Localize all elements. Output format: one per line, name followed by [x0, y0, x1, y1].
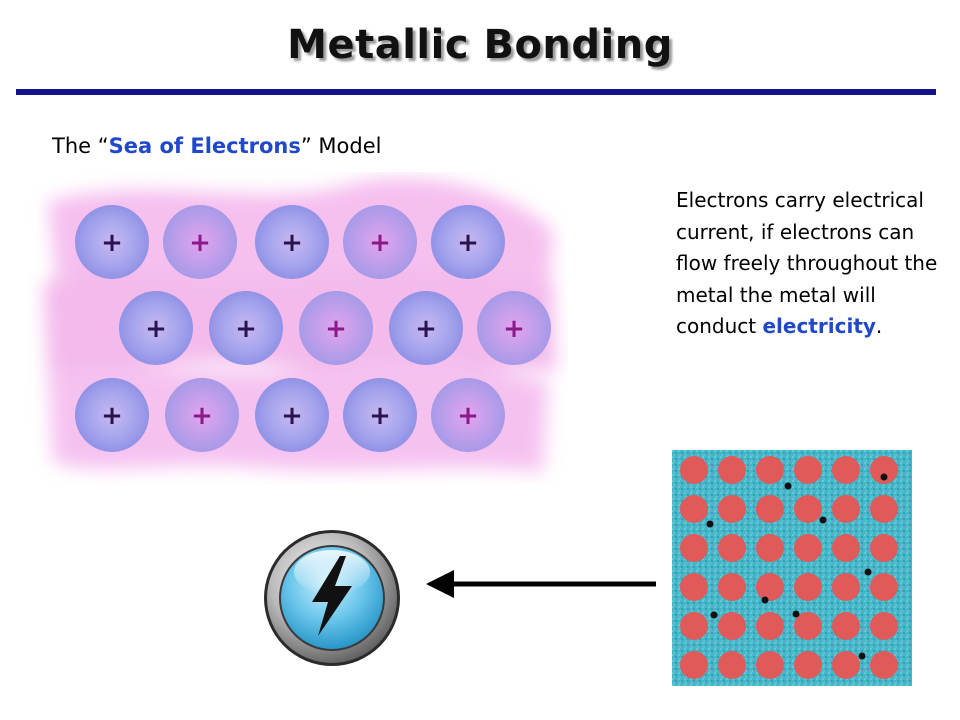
- metal-ions: + + + + + + + + + + + + + + +: [75, 205, 551, 452]
- lattice-atom: [756, 534, 784, 562]
- lattice-atom: [870, 534, 898, 562]
- metal-ion: [431, 205, 505, 279]
- lattice-atom: [870, 456, 898, 484]
- lattice-atom: [718, 534, 746, 562]
- lattice-atom: [718, 495, 746, 523]
- lattice-atom: [832, 495, 860, 523]
- ion-charge-label: +: [191, 401, 213, 431]
- description-end: .: [875, 314, 883, 338]
- lattice-atom: [870, 495, 898, 523]
- ion-charge-label: +: [281, 228, 303, 258]
- lattice-atom: [756, 456, 784, 484]
- lattice-atom: [794, 495, 822, 523]
- lattice-atom: [718, 573, 746, 601]
- metal-ion: [255, 205, 329, 279]
- metal-ion: [255, 378, 329, 452]
- free-electrons: [706, 473, 888, 660]
- lightning-bolt-icon: [264, 530, 400, 666]
- lattice-atom: [832, 651, 860, 679]
- lattice-atom: [794, 612, 822, 640]
- lattice-atom: [718, 456, 746, 484]
- metal-ion: [477, 291, 551, 365]
- ion-charge-label: +: [457, 228, 479, 258]
- lattice-atom: [832, 456, 860, 484]
- lattice-atom: [832, 573, 860, 601]
- lattice-atom: [870, 612, 898, 640]
- subtitle-highlight: Sea of Electrons: [108, 134, 301, 158]
- ion-charge-label: +: [369, 228, 391, 258]
- subtitle-prefix: The “: [52, 134, 109, 158]
- ion-charge-label: +: [415, 314, 437, 344]
- lattice-atom: [680, 612, 708, 640]
- sea-of-electrons-diagram: + + + + + + + + + + + + + + +: [43, 178, 556, 472]
- metal-ion: [431, 378, 505, 452]
- metal-ion: [75, 205, 149, 279]
- metal-ion: [119, 291, 193, 365]
- lattice-atom: [794, 534, 822, 562]
- ion-charge-label: +: [281, 401, 303, 431]
- ion-charge-label: +: [101, 401, 123, 431]
- description-body: Electrons carry electrical current, if e…: [676, 188, 938, 338]
- metal-lattice-image: [672, 450, 912, 686]
- metal-ion: [343, 378, 417, 452]
- lattice-atom: [756, 651, 784, 679]
- lattice-atom: [832, 534, 860, 562]
- ion-charge-label: +: [189, 228, 211, 258]
- slide-title: Metallic Bonding: [287, 22, 673, 68]
- ion-charge-label: +: [369, 401, 391, 431]
- lattice-atom: [756, 573, 784, 601]
- lattice-atom: [794, 573, 822, 601]
- lattice-atom: [870, 573, 898, 601]
- metal-ion: [389, 291, 463, 365]
- lattice-atom: [718, 651, 746, 679]
- ion-charge-label: +: [235, 314, 257, 344]
- subtitle-suffix: ” Model: [300, 134, 382, 158]
- ion-charge-label: +: [101, 228, 123, 258]
- metal-ion: [209, 291, 283, 365]
- metal-ion: [343, 205, 417, 279]
- lattice-atom: [680, 651, 708, 679]
- metal-ion: [165, 378, 239, 452]
- metal-ion: [75, 378, 149, 452]
- lattice-atom: [832, 612, 860, 640]
- ion-charge-label: +: [503, 314, 525, 344]
- lattice-atom: [794, 456, 822, 484]
- title-rule: [16, 89, 936, 95]
- lattice-atom: [756, 495, 784, 523]
- arrow-left-icon: [426, 570, 656, 598]
- lattice-atom: [870, 651, 898, 679]
- lattice-atom: [794, 651, 822, 679]
- metal-ion: [163, 205, 237, 279]
- ion-charge-label: +: [325, 314, 347, 344]
- description-text: Electrons carry electrical current, if e…: [676, 185, 946, 343]
- model-subtitle: The “Sea of Electrons” Model: [52, 134, 381, 158]
- ion-charge-label: +: [457, 401, 479, 431]
- ion-charge-label: +: [145, 314, 167, 344]
- description-highlight: electricity: [762, 314, 876, 338]
- lattice-atom: [680, 456, 708, 484]
- lattice-atom: [680, 495, 708, 523]
- lattice-atom: [680, 534, 708, 562]
- lattice-atoms: [680, 456, 898, 679]
- lattice-atom: [680, 573, 708, 601]
- lattice-atom: [756, 612, 784, 640]
- metal-ion: [299, 291, 373, 365]
- lattice-atom: [718, 612, 746, 640]
